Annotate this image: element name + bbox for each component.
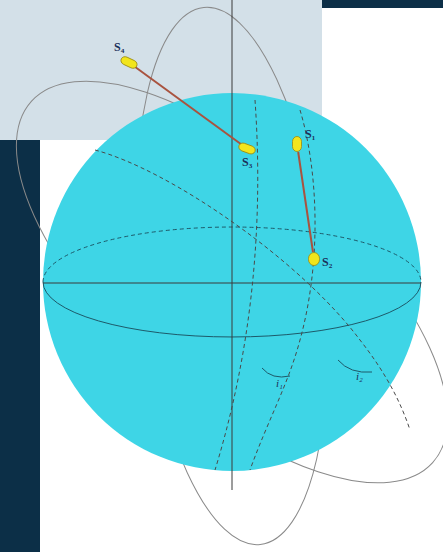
satellite-icon (238, 144, 256, 153)
satellite-icon (120, 58, 138, 67)
satellite: S₁ (292, 136, 302, 152)
satellite-label: S₁ (305, 128, 315, 140)
polar-axis (232, 0, 233, 490)
satellite-label: S₃ (242, 156, 252, 168)
angle-arc (262, 368, 290, 377)
satellite-icon (308, 252, 320, 266)
satellite-body (120, 55, 139, 69)
satellite: S₂ (308, 252, 320, 266)
satellite-icon (292, 136, 302, 152)
angle-arc (338, 360, 372, 372)
inter-satellite-link (135, 67, 241, 144)
angle-marks (262, 360, 372, 377)
satellite-body (309, 253, 320, 266)
satellite-label: S₂ (322, 256, 332, 268)
orbit (0, 14, 443, 551)
satellite-label: S₄ (114, 41, 124, 53)
inter-satellite-link (298, 152, 313, 252)
satellite: S₃ (238, 144, 256, 153)
orbit-arc (250, 110, 315, 470)
orbit-front (95, 100, 410, 470)
satellite-body (238, 142, 257, 155)
equatorial-axis (43, 283, 421, 284)
satellite: S₄ (120, 58, 138, 67)
inclination-label: i₂ (356, 371, 363, 382)
orbit-arc (95, 150, 410, 430)
satellite-body (293, 137, 302, 152)
inclination-label: i₁ (276, 378, 283, 389)
orbit-arc (215, 100, 258, 470)
